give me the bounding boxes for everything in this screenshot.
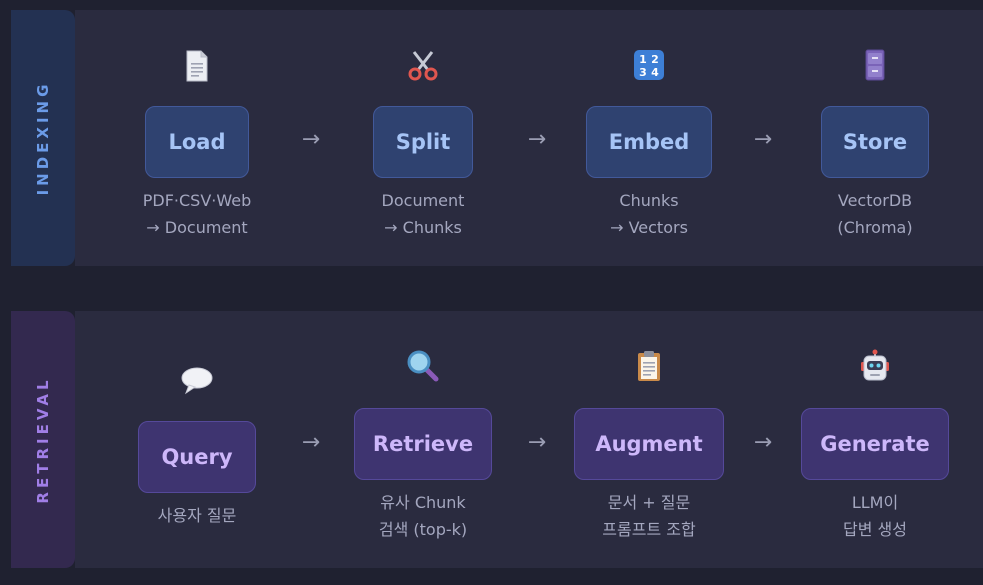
retrieve-box: Retrieve xyxy=(354,408,492,480)
svg-text:1: 1 xyxy=(639,53,647,66)
retrieval-section: RETRIEVAL Query 사용자 질문 → Retrieve 유사 Chu… xyxy=(0,311,983,568)
arrow-split-embed: → xyxy=(527,127,547,152)
split-box: Split xyxy=(373,106,473,178)
file-cabinet-icon xyxy=(865,49,885,81)
split-description: Document → Chunks xyxy=(381,191,465,237)
arrow-embed-store: → xyxy=(753,127,773,152)
embed-description: Chunks → Vectors xyxy=(610,191,688,237)
augment-description: 문서 + 질문 프롬프트 조합 xyxy=(602,493,696,539)
load-box: Load xyxy=(145,106,249,178)
embed-box: Embed xyxy=(586,106,712,178)
arrow-augment-generate: → xyxy=(753,430,773,455)
indexing-section: INDEXING Load PDF·CSV·Web → Document → S… xyxy=(0,10,983,266)
robot-icon xyxy=(861,349,889,381)
indexing-tab: INDEXING xyxy=(11,10,75,266)
query-box: Query xyxy=(138,421,256,493)
speech-bubble-icon xyxy=(181,367,213,395)
augment-box: Augment xyxy=(574,408,724,480)
retrieval-tab: RETRIEVAL xyxy=(11,311,75,568)
svg-text:3: 3 xyxy=(639,66,647,79)
document-icon xyxy=(186,50,208,82)
magnifier-icon xyxy=(407,350,439,382)
store-description: VectorDB (Chroma) xyxy=(837,191,913,237)
generate-description: LLM이 답변 생성 xyxy=(843,493,907,539)
store-box: Store xyxy=(821,106,929,178)
arrow-load-split: → xyxy=(301,127,321,152)
query-description: 사용자 질문 xyxy=(157,506,237,525)
arrow-query-retrieve: → xyxy=(301,430,321,455)
arrow-retrieve-augment: → xyxy=(527,430,547,455)
numbers-icon: 1 2 3 4 xyxy=(634,50,664,80)
clipboard-icon xyxy=(638,351,660,381)
retrieve-description: 유사 Chunk 검색 (top-k) xyxy=(378,493,468,539)
scissors-icon xyxy=(408,51,438,81)
svg-text:2: 2 xyxy=(651,53,659,66)
load-description: PDF·CSV·Web → Document xyxy=(142,191,252,237)
generate-box: Generate xyxy=(801,408,949,480)
svg-text:4: 4 xyxy=(651,66,659,79)
retrieval-label: RETRIEVAL xyxy=(34,375,52,504)
indexing-label: INDEXING xyxy=(34,80,52,196)
